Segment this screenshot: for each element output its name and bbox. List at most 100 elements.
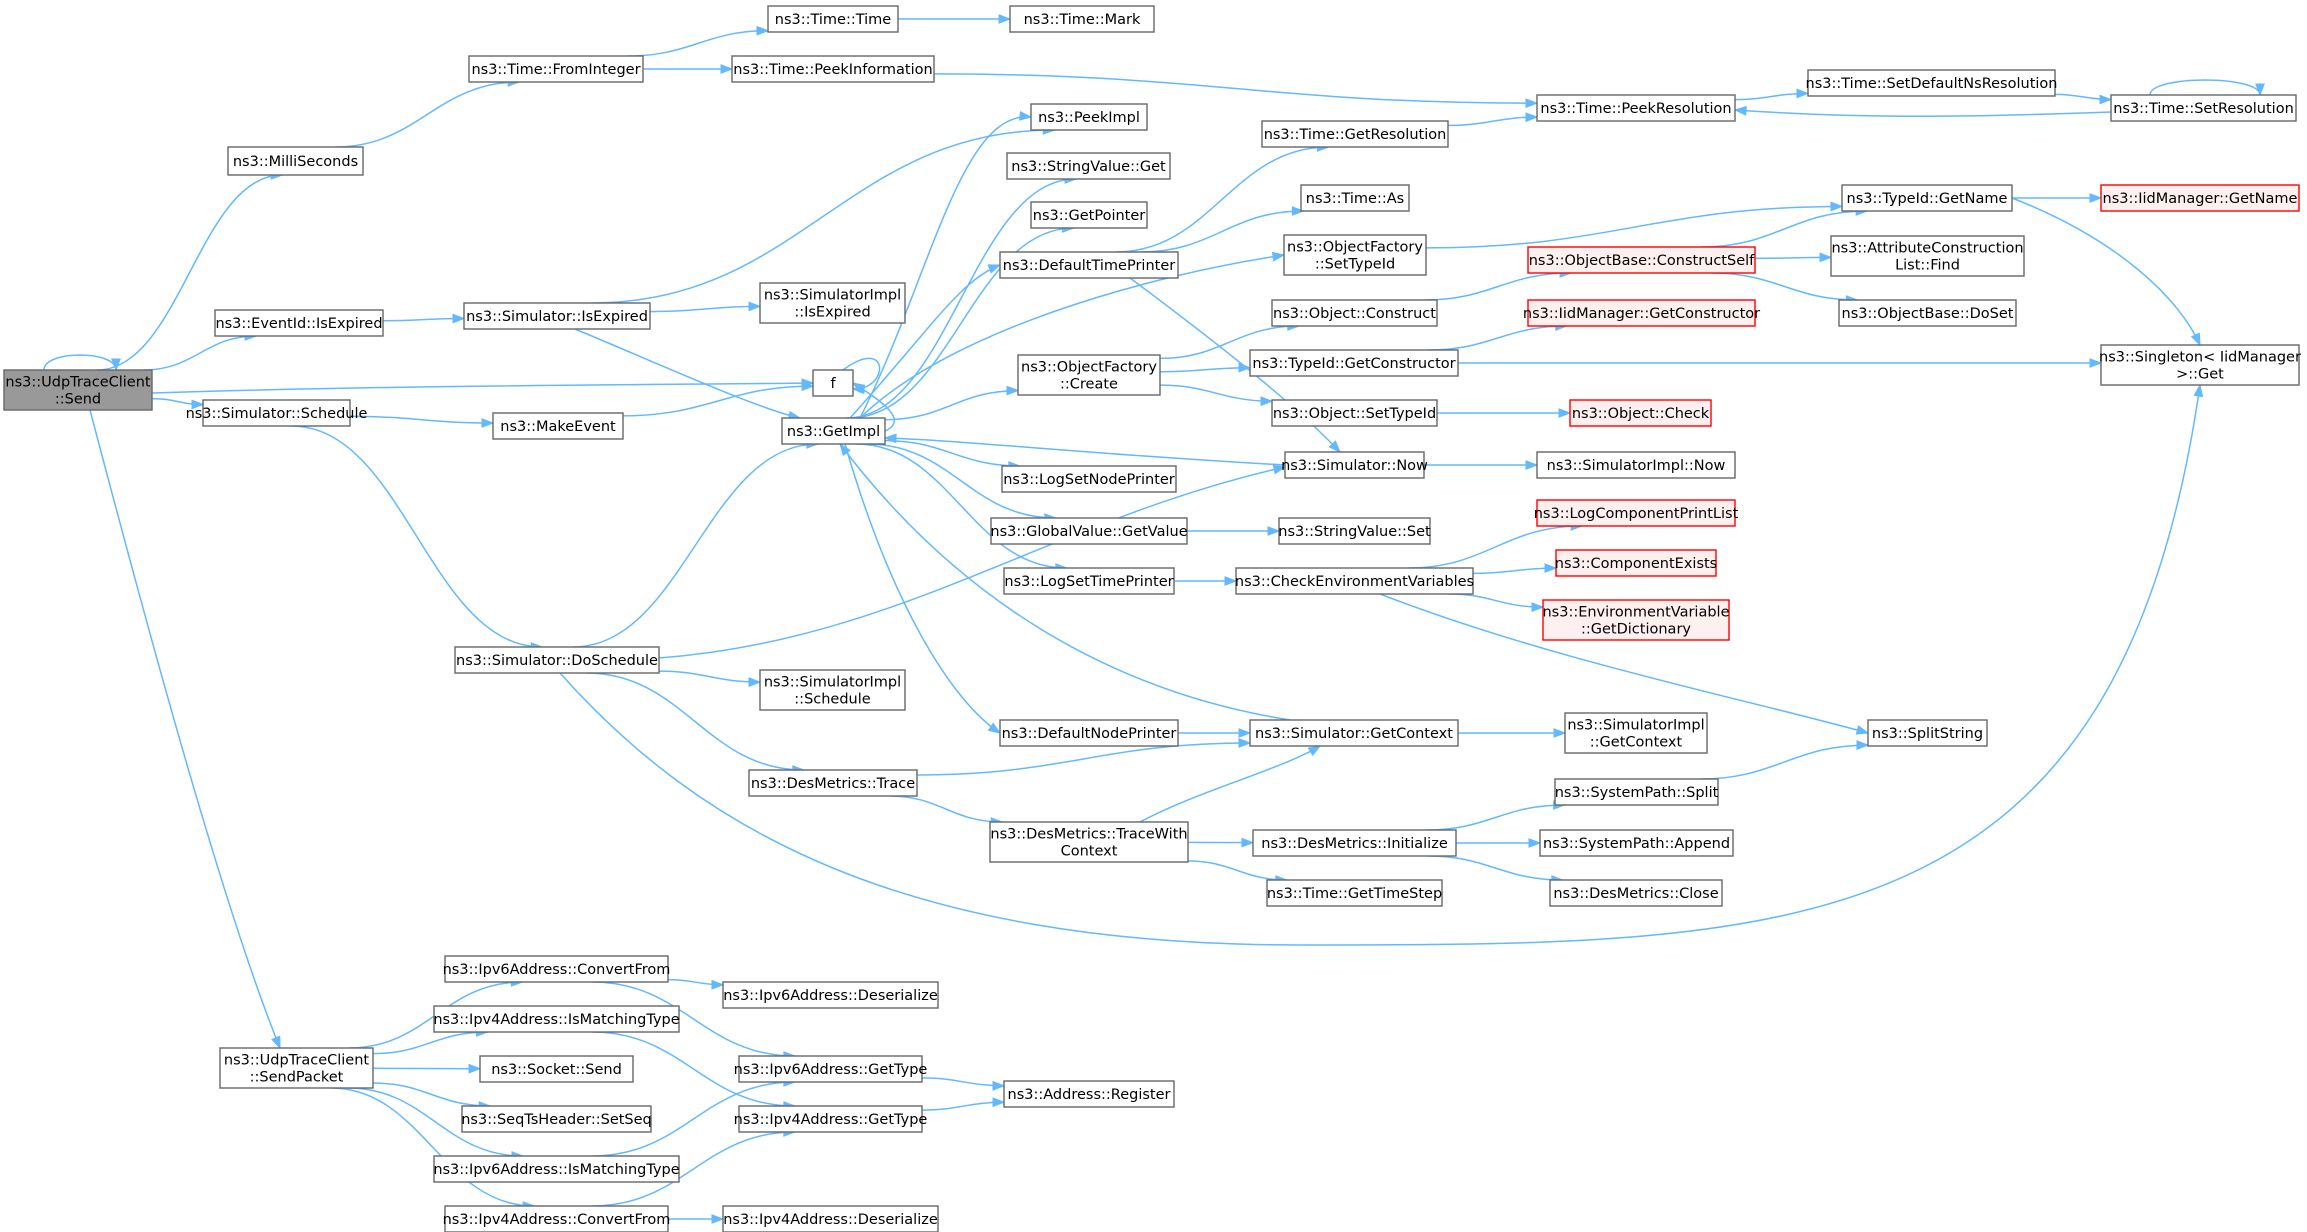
node-time-setdefaultns[interactable]: ns3::Time::SetDefaultNsResolution — [1806, 69, 2058, 97]
node-time-getresolution[interactable]: ns3::Time::GetResolution — [1261, 120, 1449, 148]
node-label: ns3::ObjectBase::ConstructSelf — [1529, 253, 1755, 269]
node-ipv6-gettype[interactable]: ns3::Ipv6Address::GetType — [734, 1055, 928, 1083]
node-time-peekresolution[interactable]: ns3::Time::PeekResolution — [1536, 94, 1736, 122]
node-desmetrics-initialize[interactable]: ns3::DesMetrics::Initialize — [1252, 829, 1457, 857]
node-time-peekinformation[interactable]: ns3::Time::PeekInformation — [731, 55, 935, 83]
node-iidmanager-getname[interactable]: ns3::IidManager::GetName — [2100, 184, 2300, 212]
node-socket-send[interactable]: ns3::Socket::Send — [479, 1055, 634, 1083]
node-address-register[interactable]: ns3::Address::Register — [1003, 1080, 1175, 1108]
node-getimpl[interactable]: ns3::GetImpl — [781, 417, 886, 445]
node-objfactory-settypeid[interactable]: ns3::ObjectFactory::SetTypeId — [1283, 234, 1427, 276]
node-eventid-isexpired[interactable]: ns3::EventId::IsExpired — [214, 309, 384, 337]
node-sim-isexpired[interactable]: ns3::Simulator::IsExpired — [463, 302, 651, 330]
node-box — [1017, 354, 1161, 396]
node-seqtsheader-setseq[interactable]: ns3::SeqTsHeader::SetSeq — [461, 1105, 652, 1133]
node-object-construct[interactable]: ns3::Object::Construct — [1271, 299, 1438, 327]
node-time-time[interactable]: ns3::Time::Time — [767, 5, 899, 33]
node-label: ns3::DefaultNodePrinter — [1002, 726, 1177, 742]
edge-line — [844, 443, 1001, 734]
node-typeid-getname[interactable]: ns3::TypeId::GetName — [1841, 184, 2013, 212]
node-box — [1003, 1080, 1175, 1108]
node-desmetrics-trace[interactable]: ns3::DesMetrics::Trace — [748, 769, 918, 797]
node-time-setresolution[interactable]: ns3::Time::SetResolution — [2110, 94, 2297, 122]
node-time-gettimestep[interactable]: ns3::Time::GetTimeStep — [1266, 879, 1443, 907]
node-defaulttimeprinter[interactable]: ns3::DefaultTimePrinter — [999, 251, 1179, 279]
node-udp-send[interactable]: ns3::UdpTraceClient::Send — [3, 369, 153, 411]
node-getpointer[interactable]: ns3::GetPointer — [1030, 201, 1148, 229]
node-simimpl-schedule[interactable]: ns3::SimulatorImpl::Schedule — [759, 669, 906, 711]
node-typeid-getconstructor[interactable]: ns3::TypeId::GetConstructor — [1249, 349, 1459, 377]
node-label: ns3::Simulator::IsExpired — [466, 309, 648, 325]
node-logsetnodeprinter[interactable]: ns3::LogSetNodePrinter — [1001, 465, 1177, 493]
node-singleton-get[interactable]: ns3::Singleton< IidManager >::Get — [2099, 344, 2301, 386]
node-time-mark[interactable]: ns3::Time::Mark — [1009, 5, 1155, 33]
node-makeevent[interactable]: ns3::MakeEvent — [492, 412, 624, 440]
node-logsettimeprinter[interactable]: ns3::LogSetTimePrinter — [1003, 567, 1175, 595]
node-ipv6-convertfrom[interactable]: ns3::Ipv6Address::ConvertFrom — [443, 955, 671, 983]
node-sim-now[interactable]: ns3::Simulator::Now — [1281, 451, 1428, 479]
node-label: ::GetContext — [1590, 735, 1683, 751]
node-box — [1536, 451, 1736, 479]
node-f[interactable]: f — [812, 369, 854, 397]
node-label: ns3::Ipv6Address::Deserialize — [723, 988, 938, 1004]
node-ipv6-ismatchingtype[interactable]: ns3::Ipv6Address::IsMatchingType — [433, 1155, 680, 1183]
node-sim-schedule[interactable]: ns3::Simulator::Schedule — [186, 399, 368, 427]
edge-line — [1428, 325, 1567, 351]
edge-line — [1424, 272, 1572, 301]
node-defaultnodeprinter[interactable]: ns3::DefaultNodePrinter — [999, 719, 1179, 747]
node-splitstring[interactable]: ns3::SplitString — [1867, 719, 1988, 747]
node-box — [214, 309, 384, 337]
node-stringvalue-set[interactable]: ns3::StringValue::Set — [1278, 517, 1431, 545]
node-checkenvvars[interactable]: ns3::CheckEnvironmentVariables — [1235, 567, 1474, 595]
node-sim-doschedule[interactable]: ns3::Simulator::DoSchedule — [454, 646, 660, 674]
node-objfactory-create[interactable]: ns3::ObjectFactory::Create — [1017, 354, 1161, 396]
node-simimpl-getcontext[interactable]: ns3::SimulatorImpl::GetContext — [1564, 712, 1708, 754]
node-objectbase-constructself[interactable]: ns3::ObjectBase::ConstructSelf — [1527, 246, 1756, 274]
edge-line — [1379, 593, 1869, 734]
node-label: ns3::LogSetTimePrinter — [1004, 574, 1173, 590]
node-ipv4-deserialize[interactable]: ns3::Ipv4Address::Deserialize — [722, 1205, 939, 1232]
node-ipv4-ismatchingtype[interactable]: ns3::Ipv4Address::IsMatchingType — [433, 1005, 680, 1033]
edge-ipv6_gettype-to-address_register — [921, 1077, 1006, 1091]
node-time-as[interactable]: ns3::Time::As — [1300, 184, 1410, 212]
edge-udp_sendpacket-to-socket_send — [372, 1063, 482, 1074]
node-systempath-split[interactable]: ns3::SystemPath::Split — [1554, 778, 1719, 806]
node-label: ns3::EnvironmentVariable — [1542, 605, 1729, 621]
node-ipv6-deserialize[interactable]: ns3::Ipv6Address::Deserialize — [722, 981, 939, 1009]
node-simimpl-now[interactable]: ns3::SimulatorImpl::Now — [1536, 451, 1736, 479]
node-simimpl-isexpired[interactable]: ns3::SimulatorImpl::IsExpired — [759, 282, 906, 324]
node-peekimpl[interactable]: ns3::PeekImpl — [1030, 103, 1148, 131]
node-label: Context — [1061, 844, 1118, 860]
node-ipv4-convertfrom[interactable]: ns3::Ipv4Address::ConvertFrom — [443, 1205, 671, 1232]
node-logcomponentprintlist[interactable]: ns3::LogComponentPrintList — [1534, 499, 1739, 527]
node-desmetrics-close[interactable]: ns3::DesMetrics::Close — [1549, 879, 1723, 907]
node-objectbase-doset[interactable]: ns3::ObjectBase::DoSet — [1838, 299, 2017, 327]
node-stringvalue-get[interactable]: ns3::StringValue::Get — [1006, 152, 1171, 180]
edge-getimpl-to-logsettimeprinter — [855, 443, 1069, 573]
node-ipv4-gettype[interactable]: ns3::Ipv4Address::GetType — [734, 1105, 928, 1133]
node-label: ns3::Address::Register — [1008, 1087, 1171, 1103]
node-iidmanager-getconstructor[interactable]: ns3::IidManager::GetConstructor — [1523, 299, 1760, 327]
node-envvar-getdictionary[interactable]: ns3::EnvironmentVariable::GetDictionary — [1542, 599, 1730, 641]
node-time-frominteger[interactable]: ns3::Time::FromInteger — [468, 55, 644, 83]
edge-line — [1448, 593, 1544, 608]
arrowhead-icon — [1238, 738, 1252, 748]
node-label: ns3::Ipv4Address::Deserialize — [723, 1212, 938, 1228]
edge-sim_schedule-to-makeevent — [349, 415, 495, 428]
edge-line — [859, 254, 1285, 419]
edge-line — [916, 742, 1251, 776]
node-layer: ns3::UdpTraceClient::Send ns3::MilliSecon… — [3, 5, 2301, 1232]
arrowhead-icon — [1224, 576, 1238, 586]
node-udp-sendpacket[interactable]: ns3::UdpTraceClient::SendPacket — [219, 1047, 374, 1089]
node-object-check[interactable]: ns3::Object::Check — [1569, 399, 1712, 427]
node-object-settypeid[interactable]: ns3::Object::SetTypeId — [1271, 399, 1438, 427]
node-globalvalue-getvalue[interactable]: ns3::GlobalValue::GetValue — [990, 517, 1188, 545]
node-milliseconds[interactable]: ns3::MilliSeconds — [227, 146, 364, 176]
arrowhead-icon — [998, 14, 1012, 24]
node-systempath-append[interactable]: ns3::SystemPath::Append — [1539, 829, 1734, 857]
node-sim-getcontext[interactable]: ns3::Simulator::GetContext — [1249, 719, 1459, 747]
node-componentexists[interactable]: ns3::ComponentExists — [1555, 549, 1718, 577]
node-label: ns3::Time::FromInteger — [471, 62, 640, 78]
